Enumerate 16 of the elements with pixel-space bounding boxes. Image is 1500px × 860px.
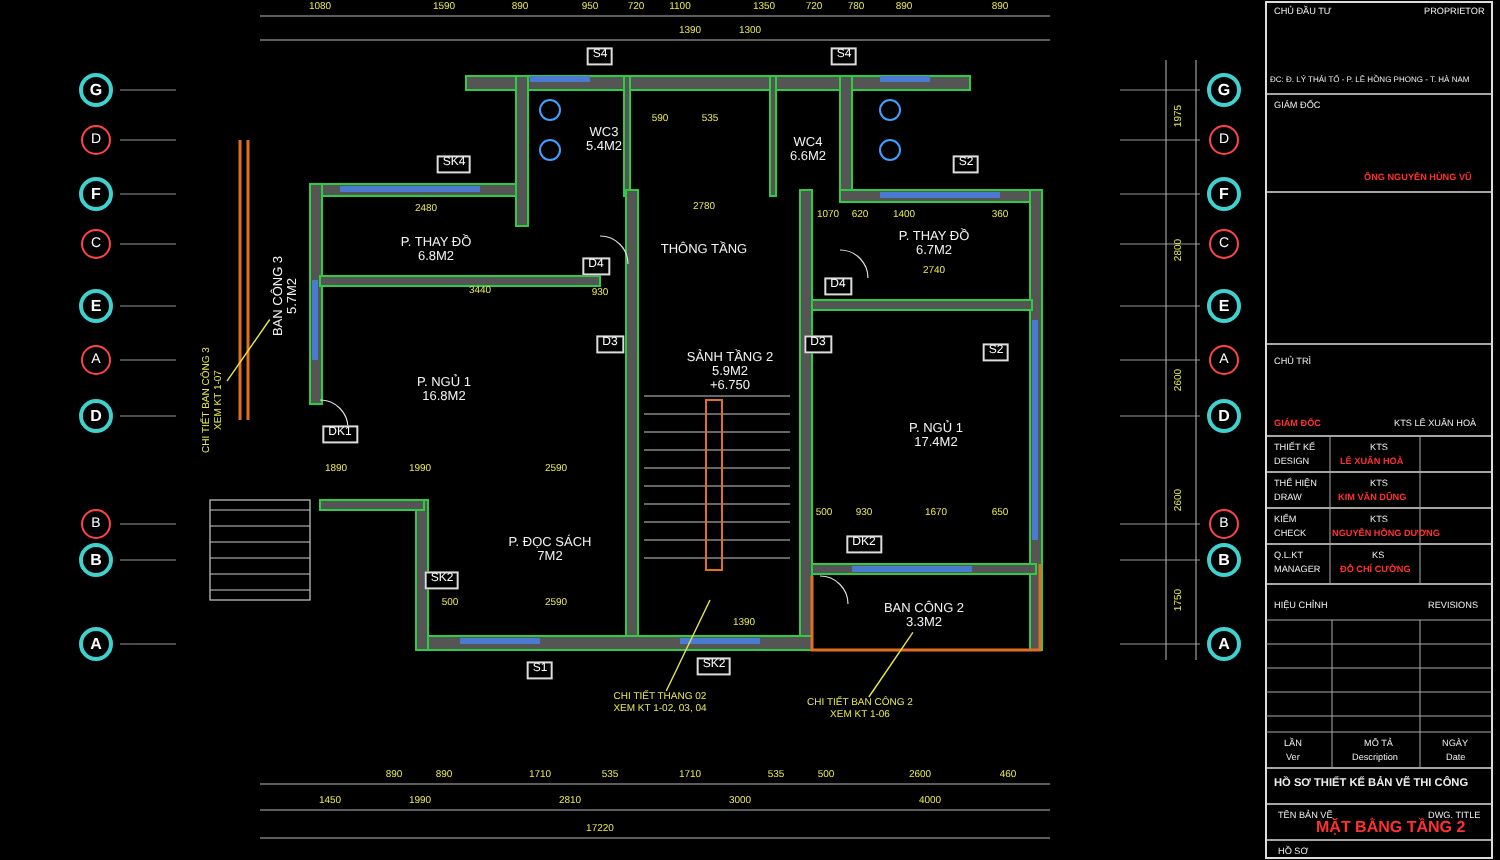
grid-axis-bubble: G xyxy=(79,73,113,107)
title-block-text: MẶT BẰNG TẦNG 2 xyxy=(1316,820,1466,838)
leader-line xyxy=(665,599,711,692)
leader-line xyxy=(868,631,914,698)
grid-axis-bubble: G xyxy=(1207,73,1241,107)
grid-axis-bubble: E xyxy=(1207,289,1241,323)
grid-axis-bubble: B xyxy=(79,543,113,577)
grid-axis-bubble: F xyxy=(1207,177,1241,211)
grid-axis-bubble: E xyxy=(79,289,113,323)
grid-axis-bubble: A xyxy=(79,627,113,661)
grid-axis-bubble: A xyxy=(1207,627,1241,661)
grid-axis-bubble: F xyxy=(79,177,113,211)
grid-axis-bubble: B xyxy=(1207,543,1241,577)
grid-axis-bubble: D xyxy=(79,399,113,433)
grid-axis-bubble: D xyxy=(1207,399,1241,433)
leader-line xyxy=(226,318,271,382)
